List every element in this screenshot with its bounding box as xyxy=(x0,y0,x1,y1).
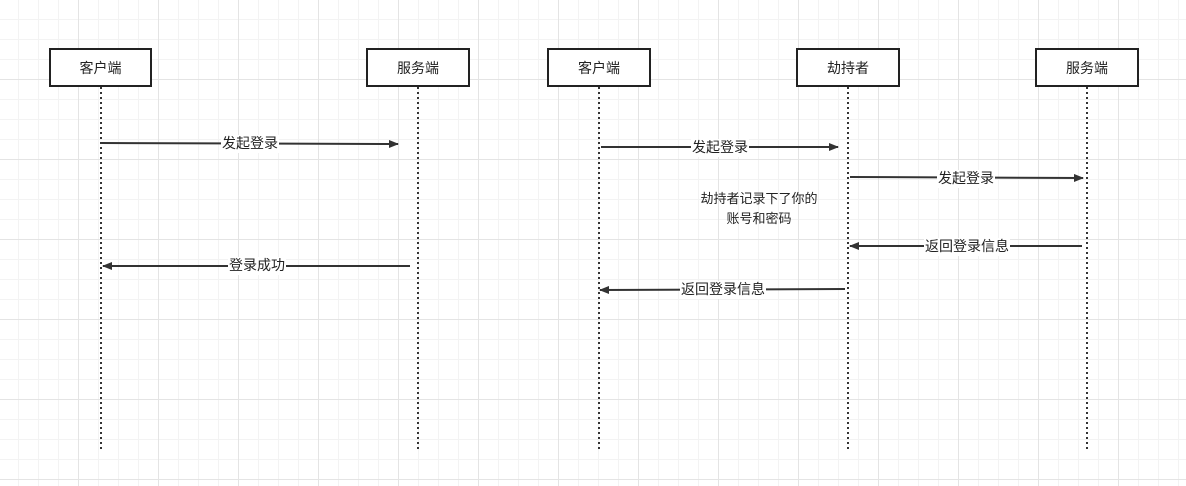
actor-client-1: 客户端 xyxy=(49,48,152,87)
actor-hijacker-2-label: 劫持者 xyxy=(827,60,869,77)
actor-server-2-label: 服务端 xyxy=(1066,60,1108,77)
hijacker-note-line-2: 账号和密码 xyxy=(726,212,792,227)
label-login-request-1: 发起登录 xyxy=(221,135,279,153)
label-hijacker-to-server: 发起登录 xyxy=(937,170,995,188)
label-client-to-hijacker: 发起登录 xyxy=(691,139,749,157)
actor-client-2: 客户端 xyxy=(547,48,651,87)
actor-hijacker-2: 劫持者 xyxy=(796,48,900,87)
actor-client-1-label: 客户端 xyxy=(79,60,122,77)
label-login-success-1: 登录成功 xyxy=(228,257,286,275)
actor-server-1: 服务端 xyxy=(366,48,470,87)
hijacker-note: 劫持者记录下了你的 账号和密码 xyxy=(679,190,839,230)
label-hijacker-to-client: 返回登录信息 xyxy=(680,281,766,299)
actor-server-2: 服务端 xyxy=(1035,48,1139,87)
hijacker-note-line-1: 劫持者记录下了你的 xyxy=(700,192,818,207)
label-server-to-hijacker: 返回登录信息 xyxy=(924,238,1010,256)
actor-client-2-label: 客户端 xyxy=(578,60,620,77)
actor-server-1-label: 服务端 xyxy=(397,60,439,77)
